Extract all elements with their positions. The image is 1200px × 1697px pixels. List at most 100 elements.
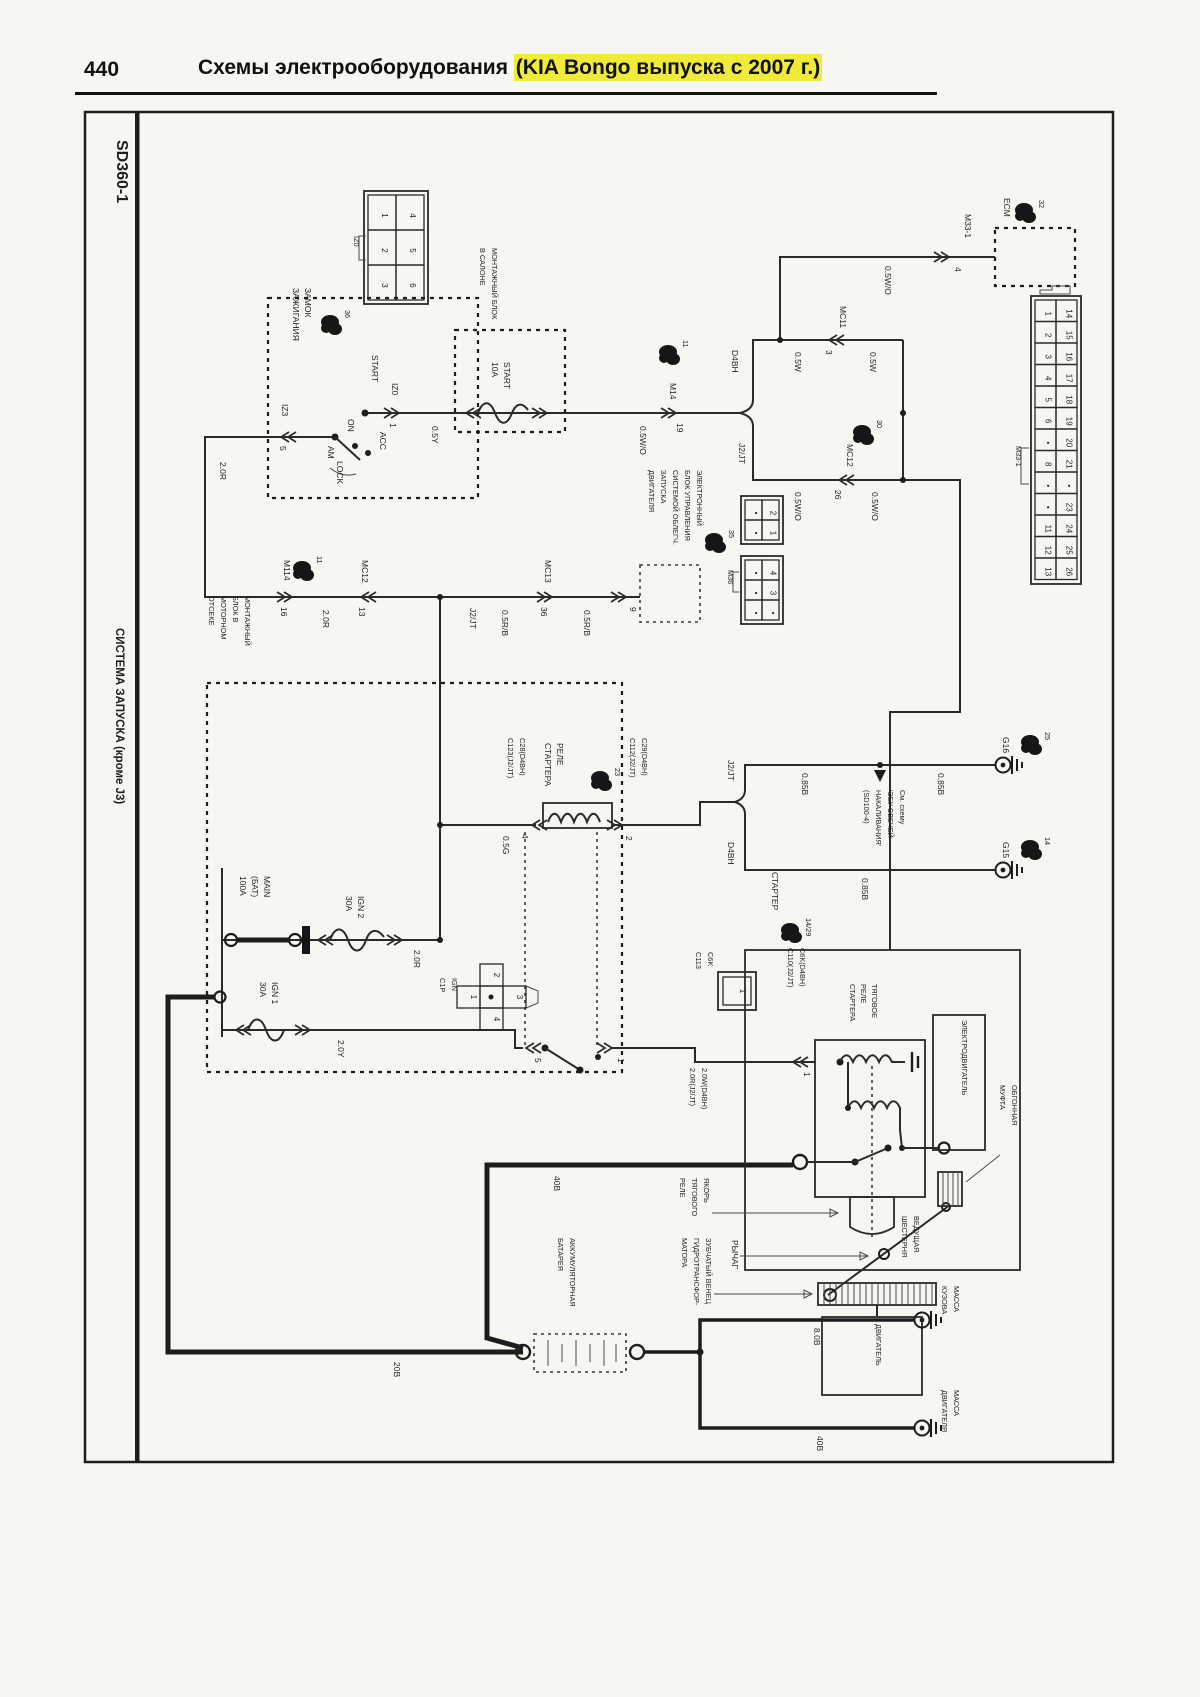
ecm: ECM 32 bbox=[993, 198, 1077, 288]
connector-pin-number: 3 bbox=[380, 283, 389, 288]
switch-arm bbox=[334, 436, 361, 461]
svg-text:0.5W: 0.5W bbox=[793, 352, 803, 372]
svg-text:14/29: 14/29 bbox=[804, 918, 813, 936]
svg-text:См. схему: См. схему bbox=[898, 790, 907, 825]
cable-battery-bus bbox=[165, 994, 523, 1355]
svg-text:30А: 30А bbox=[344, 896, 354, 911]
svg-text:1: 1 bbox=[469, 995, 478, 1000]
connector-pin-cell bbox=[744, 599, 763, 621]
system-name: СИСТЕМА ЗАПУСКА (кроме J3) bbox=[113, 628, 125, 804]
svg-text:J2/JT: J2/JT bbox=[468, 608, 478, 629]
svg-text:ECM: ECM bbox=[1002, 198, 1012, 217]
page-number: 440 bbox=[84, 58, 120, 81]
connector-pin-number: 4 bbox=[408, 213, 417, 218]
connector-pin-number: 24 bbox=[1065, 524, 1074, 533]
svg-text:0.5G: 0.5G bbox=[501, 836, 511, 854]
diagram-frame: SD360-1 СИСТЕМА ЗАПУСКА (кроме J3) bbox=[83, 110, 1115, 1464]
ground-body-icon bbox=[913, 1310, 942, 1330]
relay-socket-face: 2 1 3 4 IGN C1P bbox=[438, 963, 539, 1031]
svg-text:C113: C113 bbox=[694, 952, 703, 969]
svg-text:ЗАПУСКА: ЗАПУСКА bbox=[659, 470, 668, 504]
svg-text:0.5R/B: 0.5R/B bbox=[500, 610, 510, 636]
svg-text:IGN 1: IGN 1 bbox=[270, 982, 280, 1004]
svg-text:ТЯГОВОГО: ТЯГОВОГО bbox=[690, 1178, 699, 1217]
connector-pin-number: • bbox=[1044, 441, 1053, 444]
svg-text:ДВИГАТЕЛЯ: ДВИГАТЕЛЯ bbox=[940, 1390, 949, 1432]
pos-on: ON bbox=[346, 419, 356, 432]
svg-text:MAIN: MAIN bbox=[262, 876, 272, 897]
starter: СТАРТЕР 14/29 ТЯГОВОЕ РЕЛЕ СТАРТЕРА ЭЛЕК… bbox=[744, 872, 1021, 1302]
connector-pin-number: 1 bbox=[380, 213, 389, 218]
bus-terminal bbox=[213, 990, 227, 1004]
start-assist-ecu: ЭЛЕКТРОННЫЙ БЛОК УПРАВЛЕНИЯ СИСТЕМОЙ ОБЛ… bbox=[639, 470, 736, 623]
switch-arc bbox=[329, 467, 357, 476]
connector-pin-cell bbox=[761, 519, 780, 541]
starter-relay: РЕЛЕ СТАРТЕРА 23 C28(D4BH) C123(J2/JT) 4… bbox=[438, 738, 649, 1074]
svg-text:ДВИГАТЕЛЯ: ДВИГАТЕЛЯ bbox=[647, 470, 656, 512]
ignition-connectors: IZ3 5 2.0R IZ0 1 0.5Y bbox=[218, 383, 440, 480]
svg-text:100А: 100А bbox=[238, 876, 248, 896]
svg-text:ДВИГАТЕЛЬ: ДВИГАТЕЛЬ bbox=[874, 1324, 883, 1366]
connector-pin-number: • bbox=[752, 512, 761, 515]
svg-text:МАТОРА: МАТОРА bbox=[680, 1238, 689, 1268]
svg-text:25: 25 bbox=[1043, 732, 1052, 740]
svg-text:13: 13 bbox=[357, 607, 367, 617]
connector-pin-number: 6 bbox=[1044, 419, 1053, 424]
svg-text:МОНТАЖНЫЙ БЛОК: МОНТАЖНЫЙ БЛОК bbox=[490, 248, 499, 320]
svg-text:C110(J2/JT): C110(J2/JT) bbox=[786, 948, 795, 988]
svg-text:START: START bbox=[502, 362, 512, 389]
svg-text:ЗУБЧАТЫЙ ВЕНЕЦ: ЗУБЧАТЫЙ ВЕНЕЦ bbox=[704, 1238, 713, 1305]
mc13-run: J2/JT 0.5R/B MC13 36 0.5R/B 9 bbox=[468, 560, 638, 636]
svg-text:IZ3: IZ3 bbox=[280, 404, 290, 417]
svg-text:В САЛОНЕ: В САЛОНЕ bbox=[478, 248, 487, 286]
wire-relay-coil-feed bbox=[439, 597, 536, 940]
svg-text:СТАРТЕРА: СТАРТЕРА bbox=[848, 984, 857, 1021]
connector-pin-number: 19 bbox=[1065, 417, 1074, 426]
svg-text:30А: 30А bbox=[258, 982, 268, 997]
svg-text:2: 2 bbox=[492, 973, 501, 978]
svg-text:10А: 10А bbox=[490, 362, 500, 377]
svg-text:ГИДРОТРАНСФОР-: ГИДРОТРАНСФОР- bbox=[692, 1238, 701, 1306]
svg-text:(БАТ): (БАТ) bbox=[250, 876, 260, 897]
wires bbox=[165, 256, 995, 1430]
svg-text:0.5R/B: 0.5R/B bbox=[582, 610, 592, 636]
svg-text:ЗАЖИГАНИЯ: ЗАЖИГАНИЯ bbox=[291, 288, 301, 341]
svg-text:M14: M14 bbox=[668, 383, 678, 400]
svg-text:9: 9 bbox=[628, 607, 638, 612]
svg-text:ОТСЕКЕ: ОТСЕКЕ bbox=[207, 596, 216, 626]
connector-pin-number: 2 bbox=[380, 248, 389, 253]
battery: АККУМУЛЯТОРНАЯ БАТАРЕЯ 20B bbox=[392, 1238, 646, 1377]
svg-text:2.0Y: 2.0Y bbox=[336, 1040, 346, 1058]
connector-pin-number: 6 bbox=[408, 283, 417, 288]
connector-pin-number: 1 bbox=[769, 531, 778, 536]
svg-text:26: 26 bbox=[833, 490, 843, 500]
connector-pin-cell bbox=[1034, 492, 1057, 516]
svg-text:C1P: C1P bbox=[438, 978, 447, 992]
connector-pin-number: 3 bbox=[1044, 355, 1053, 360]
svg-text:IGN: IGN bbox=[450, 978, 459, 991]
svg-text:C6K: C6K bbox=[706, 952, 715, 966]
solenoid-feed: 2.0W(D4BH) 2.0R(J2/JT) 1 C6K C113 1 C6K(… bbox=[688, 948, 812, 1109]
svg-text:MC13: MC13 bbox=[543, 560, 553, 583]
svg-text:C29(D4BH): C29(D4BH) bbox=[640, 738, 649, 776]
connector-pin-number: 14 bbox=[1065, 309, 1074, 318]
svg-text:C28(D4BH): C28(D4BH) bbox=[518, 738, 527, 776]
connector-photo-icon bbox=[321, 315, 342, 335]
connector-pin-number: • bbox=[769, 612, 778, 615]
connector-pin-number: 17 bbox=[1065, 374, 1074, 383]
svg-text:MC12: MC12 bbox=[360, 560, 370, 583]
connector-pin-cell bbox=[761, 599, 780, 621]
svg-text:C6K(D4BH): C6K(D4BH) bbox=[798, 948, 807, 987]
svg-text:0.5W: 0.5W bbox=[868, 352, 878, 372]
svg-text:4: 4 bbox=[520, 834, 530, 839]
svg-text:ШЕСТЕРНЯ: ШЕСТЕРНЯ bbox=[900, 1216, 909, 1257]
svg-text:МУФТА: МУФТА bbox=[998, 1085, 1007, 1110]
wire-label: 2.0R bbox=[218, 462, 228, 480]
pinion-gear bbox=[937, 1171, 963, 1207]
connector-pin-number: 18 bbox=[1065, 395, 1074, 404]
svg-text:32: 32 bbox=[1037, 200, 1046, 208]
svg-text:БАТАРЕЯ: БАТАРЕЯ bbox=[556, 1238, 565, 1271]
connector-pin-number: 5 bbox=[408, 248, 417, 253]
